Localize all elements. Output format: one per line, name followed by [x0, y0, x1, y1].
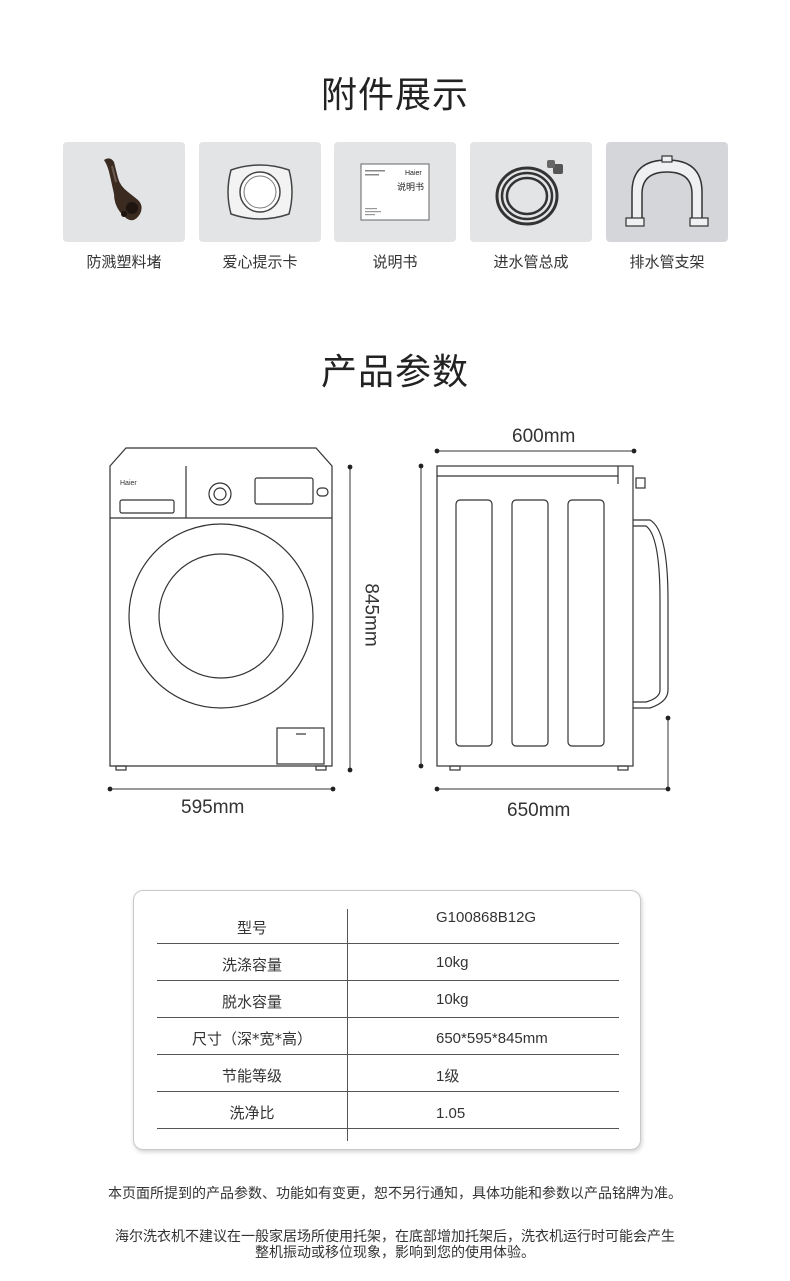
disclaimer-note: 本页面所提到的产品参数、功能如有变更，恕不另行通知，具体功能和参数以产品铭牌为准…	[108, 1186, 682, 1202]
accessory-label: 排水管支架	[629, 253, 705, 271]
total-depth-dimension: 650mm	[507, 800, 571, 821]
accessories-list: 防溅塑料堵 爱心提示卡 Haier 说明书 说明书	[63, 142, 729, 282]
accessory-manual: Haier 说明书 说明书	[334, 142, 456, 272]
spec-key: 洗净比	[229, 1104, 275, 1122]
manual-title: 说明书	[397, 181, 424, 193]
reminder-card-icon	[227, 164, 293, 220]
spec-value: 650*595*845mm	[436, 1030, 548, 1047]
accessory-reminder-card: 爱心提示卡	[199, 142, 321, 272]
accessory-plastic-plug: 防溅塑料堵	[63, 142, 185, 272]
table-row: 洗净比 1.05	[157, 1092, 619, 1129]
accessory-image	[606, 142, 728, 242]
manual-brand: Haier	[405, 170, 422, 177]
accessory-label: 进水管总成	[493, 253, 569, 271]
spec-key: 型号	[236, 919, 267, 937]
spec-value: 1.05	[436, 1105, 466, 1122]
inlet-hose-icon	[495, 160, 563, 226]
table-row-empty	[157, 1129, 619, 1155]
spec-table-card: 型号 G100868B12G 洗涤容量 10kg 脱水容量 10kg 尺寸（深*…	[133, 890, 641, 1150]
bracket-warning-note: 海尔洗衣机不建议在一般家居场所使用托架，在底部增加托架后，洗衣机运行时可能会产生…	[0, 1229, 790, 1261]
table-row: 洗涤容量 10kg	[157, 944, 619, 981]
accessory-label: 爱心提示卡	[222, 253, 298, 271]
accessory-label: 防溅塑料堵	[86, 253, 162, 271]
dimension-diagram: Haier	[0, 400, 790, 840]
table-row: 型号 G100868B12G	[157, 907, 619, 944]
drain-hose-bracket-icon	[625, 155, 709, 227]
machine-brand-logo: Haier	[120, 480, 137, 487]
bracket-warning-line-2: 整机振动或移位现象，影响到您的使用体验。	[255, 1245, 535, 1261]
spec-table: 型号 G100868B12G 洗涤容量 10kg 脱水容量 10kg 尺寸（深*…	[157, 907, 619, 1155]
accessory-image	[199, 142, 321, 242]
params-title: 产品参数	[320, 352, 469, 393]
spec-value: 1级	[436, 1068, 460, 1085]
manual-icon: Haier 说明书	[360, 163, 430, 221]
accessory-image	[63, 142, 185, 242]
spec-key: 节能等级	[221, 1067, 282, 1085]
accessory-image	[470, 142, 592, 242]
accessory-inlet-hose: 进水管总成	[470, 142, 592, 272]
bracket-warning-line-1: 海尔洗衣机不建议在一般家居场所使用托架，在底部增加托架后，洗衣机运行时可能会产生	[115, 1229, 675, 1245]
spec-column-divider	[347, 909, 348, 1141]
side-view	[436, 465, 669, 771]
accessory-drain-bracket: 排水管支架	[606, 142, 728, 272]
table-row: 节能等级 1级	[157, 1055, 619, 1092]
accessories-title: 附件展示	[320, 75, 469, 116]
spec-key: 尺寸（深*宽*高）	[191, 1030, 312, 1048]
side-dimension-lines	[420, 450, 669, 790]
plastic-plug-icon	[104, 158, 142, 221]
spec-value: 10kg	[436, 991, 469, 1008]
spec-value: G100868B12G	[436, 909, 537, 926]
table-row: 脱水容量 10kg	[157, 981, 619, 1018]
accessory-label: 说明书	[372, 253, 418, 271]
spec-key: 脱水容量	[221, 993, 282, 1011]
table-row: 尺寸（深*宽*高） 650*595*845mm	[157, 1018, 619, 1055]
front-dimension-lines	[110, 467, 351, 790]
accessory-image: Haier 说明书	[334, 142, 456, 242]
front-view	[109, 447, 333, 771]
height-dimension: 845mm	[360, 583, 382, 647]
spec-value: 10kg	[436, 954, 469, 971]
width-dimension: 595mm	[181, 797, 245, 818]
spec-key: 洗涤容量	[221, 956, 282, 974]
body-depth-dimension: 600mm	[512, 426, 576, 447]
